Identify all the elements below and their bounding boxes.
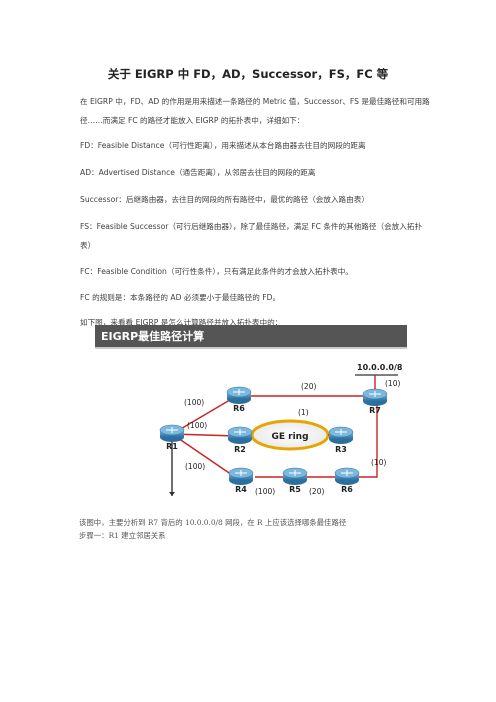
- metric-r6-r7-bottom: (10): [371, 458, 386, 467]
- router-label-r7: R7: [369, 406, 381, 415]
- router-arrows-icon: [335, 429, 347, 435]
- router-r2: R2: [227, 426, 253, 454]
- router-r1: R1: [159, 424, 185, 451]
- figure-body: GE ring R1 R2 R3: [95, 349, 407, 496]
- router-label-r3: R3: [335, 445, 347, 454]
- metric-r1-r4: (100): [185, 462, 205, 471]
- figure-caption: 该图中，主要分析到 R7 背后的 10.0.0.0/8 网段，在 R 上应该选择…: [79, 516, 439, 542]
- metric-r7-network: (10): [385, 379, 400, 388]
- figure-header-divider: [95, 347, 407, 349]
- router-arrows-icon: [235, 470, 247, 476]
- paragraph-fd-text: FD：Feasible Distance（可行性距离），用来描述从本台路由器去往…: [80, 141, 366, 150]
- paragraph-intro-text: 在 EIGRP 中，FD、AD 的作用是用来描述一条路径的 Metric 值，S…: [80, 97, 430, 125]
- network-links: [171, 374, 398, 496]
- document-title: 关于 EIGRP 中 FD，AD，Successor，FS，FC 等: [107, 67, 389, 81]
- metric-r6-r7: (20): [301, 382, 316, 391]
- metric-r5-r6: (20): [309, 487, 324, 496]
- paragraph-figure-intro-text: 如下图，来看看 EIGRP 是怎么计算路径并放入拓扑表中的：: [80, 318, 283, 327]
- paragraph-fc-text: FC：Feasible Condition（可行性条件），只有满足此条件的才会放…: [80, 267, 353, 276]
- router-label-r5: R5: [289, 485, 301, 494]
- link-r1-r4: [171, 433, 236, 478]
- paragraph-figure-intro: 如下图，来看看 EIGRP 是怎么计算路径并放入拓扑表中的：: [64, 313, 432, 332]
- figure-title: EIGRP最佳路径计算: [101, 330, 205, 343]
- router-arrows-icon: [166, 427, 178, 433]
- paragraph-fs-text: FS：Feasible Successor（可行后继路由器），除了最佳路径，满足…: [80, 222, 423, 250]
- router-label-r1: R1: [166, 442, 178, 451]
- router-r7: R7: [362, 388, 388, 415]
- paragraph-fc-rule-text: FC 的规则是：本条路径的 AD 必须要小于最佳路径的 FD。: [80, 293, 281, 302]
- router-label-r6-top: R6: [233, 404, 245, 413]
- metric-r1-r6: (100): [184, 398, 204, 407]
- router-arrows-icon: [234, 429, 246, 435]
- router-r4: R4: [228, 467, 254, 494]
- link-r6b-r7: [357, 402, 378, 478]
- eigrp-diagram-figure: EIGRP最佳路径计算: [95, 325, 407, 496]
- ring-label: GE ring: [271, 432, 308, 442]
- network-label: 10.0.0.0/8: [357, 363, 403, 372]
- router-r3: R3: [328, 426, 354, 454]
- paragraph-fs: FS：Feasible Successor（可行后继路由器），除了最佳路径，满足…: [64, 217, 432, 255]
- router-arrows-icon: [341, 470, 353, 476]
- caption-line-1: 该图中，主要分析到 R7 背后的 10.0.0.0/8 网段，在 R 上应该选择…: [79, 518, 347, 527]
- router-arrows-icon: [369, 391, 381, 397]
- network-topology-diagram: GE ring R1 R2 R3: [159, 363, 403, 496]
- paragraph-fc: FC：Feasible Condition（可行性条件），只有满足此条件的才会放…: [64, 262, 432, 281]
- router-label-r2: R2: [234, 445, 246, 454]
- paragraph-fd: FD：Feasible Distance（可行性距离），用来描述从本台路由器去往…: [64, 136, 432, 155]
- router-arrows-icon: [289, 470, 301, 476]
- figure-header: EIGRP最佳路径计算: [95, 325, 407, 347]
- router-label-r6-bottom: R6: [341, 485, 353, 494]
- metric-ring: (1): [298, 408, 309, 417]
- router-r6-bottom: R6: [334, 467, 360, 494]
- router-r6-top: R6: [226, 386, 252, 413]
- caption-line-2: 步骤一：R1 建立邻居关系: [79, 531, 166, 540]
- paragraph-fc-rule: FC 的规则是：本条路径的 AD 必须要小于最佳路径的 FD。: [64, 288, 432, 307]
- paragraph-ad: AD：Advertised Distance（通告距离），从邻居去往目的网段的距…: [64, 163, 432, 182]
- paragraph-successor-text: Successor：后继路由器，去往目的网段的所有路径中，最优的路径（会放入路由…: [80, 195, 369, 204]
- paragraph-intro: 在 EIGRP 中，FD、AD 的作用是用来描述一条路径的 Metric 值，S…: [64, 92, 432, 130]
- router-r5: R5: [282, 467, 308, 494]
- router-label-r4: R4: [235, 485, 247, 494]
- metric-r1-r2: (100): [187, 421, 207, 430]
- paragraph-ad-text: AD：Advertised Distance（通告距离），从邻居去往目的网段的距…: [80, 168, 316, 177]
- router-arrows-icon: [233, 389, 245, 395]
- metric-r4-r5: (100): [255, 487, 275, 496]
- down-arrow-icon: [169, 492, 175, 496]
- paragraph-successor: Successor：后继路由器，去往目的网段的所有路径中，最优的路径（会放入路由…: [64, 190, 432, 209]
